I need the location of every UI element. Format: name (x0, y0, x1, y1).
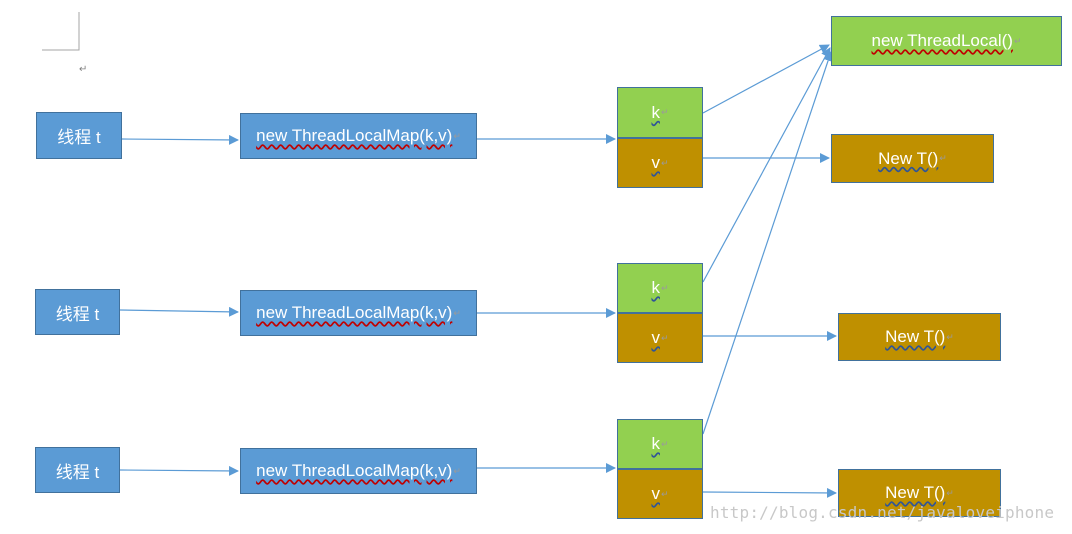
value-label-2: v (651, 328, 660, 347)
threadlocal-label: new ThreadLocal() (871, 31, 1013, 50)
map-label-1: new ThreadLocalMap(k,v) (256, 126, 453, 145)
thread-box-2: 线程 t (35, 289, 120, 335)
arrow-thread3-to-map3 (119, 465, 239, 476)
map-label-2: new ThreadLocalMap(k,v) (256, 303, 453, 322)
target-box-2: New T()↵ (838, 313, 1001, 361)
target-label-1: New T() (878, 148, 939, 168)
value-label-3: v (651, 484, 660, 503)
thread-label-3: 线程 t (55, 462, 100, 482)
paragraph-mark-icon: ↵ (79, 64, 88, 75)
key-label-2: k (651, 278, 660, 297)
map-box-3: new ThreadLocalMap(k,v)↵ (240, 448, 477, 494)
key-label-1: k (651, 102, 660, 122)
thread-label-1: 线程 t (57, 128, 101, 147)
arrow-thread2-to-map2 (119, 306, 239, 317)
key-label-3: k (651, 434, 660, 453)
thread-box-1: 线程 t (36, 112, 122, 159)
value-box-3: v↵ (617, 469, 703, 519)
target-box-1: New T()↵ (831, 134, 994, 183)
arrow-k1-to-threadlocal (702, 44, 830, 114)
watermark-url: http://blog.csdn.net/javaloveiphone (710, 503, 1055, 522)
thread-box-3: 线程 t (35, 447, 120, 493)
target-label-3: New T() (885, 483, 946, 502)
map-box-1: new ThreadLocalMap(k,v)↵ (240, 113, 477, 159)
thread-label-2: 线程 t (55, 304, 100, 324)
key-box-3: k↵ (617, 419, 703, 469)
target-box-3: New T()↵ (838, 469, 1001, 517)
key-box-2: k↵ (617, 263, 703, 313)
map-label-3: new ThreadLocalMap(k,v) (256, 461, 453, 480)
arrow-k2-to-threadlocal (702, 47, 831, 283)
arrow-k3-to-threadlocal (702, 51, 833, 435)
arrow-v3-to-target3 (702, 487, 837, 498)
map-box-2: new ThreadLocalMap(k,v)↵ (240, 290, 477, 336)
key-box-1: k↵ (617, 87, 703, 138)
target-label-2: New T() (885, 327, 946, 346)
value-box-1: v↵ (617, 138, 703, 188)
arrow-thread1-to-map1 (121, 134, 239, 145)
threadlocal-box: new ThreadLocal()↵ (831, 16, 1062, 66)
value-box-2: v↵ (617, 313, 703, 363)
value-label-1: v (651, 153, 660, 172)
